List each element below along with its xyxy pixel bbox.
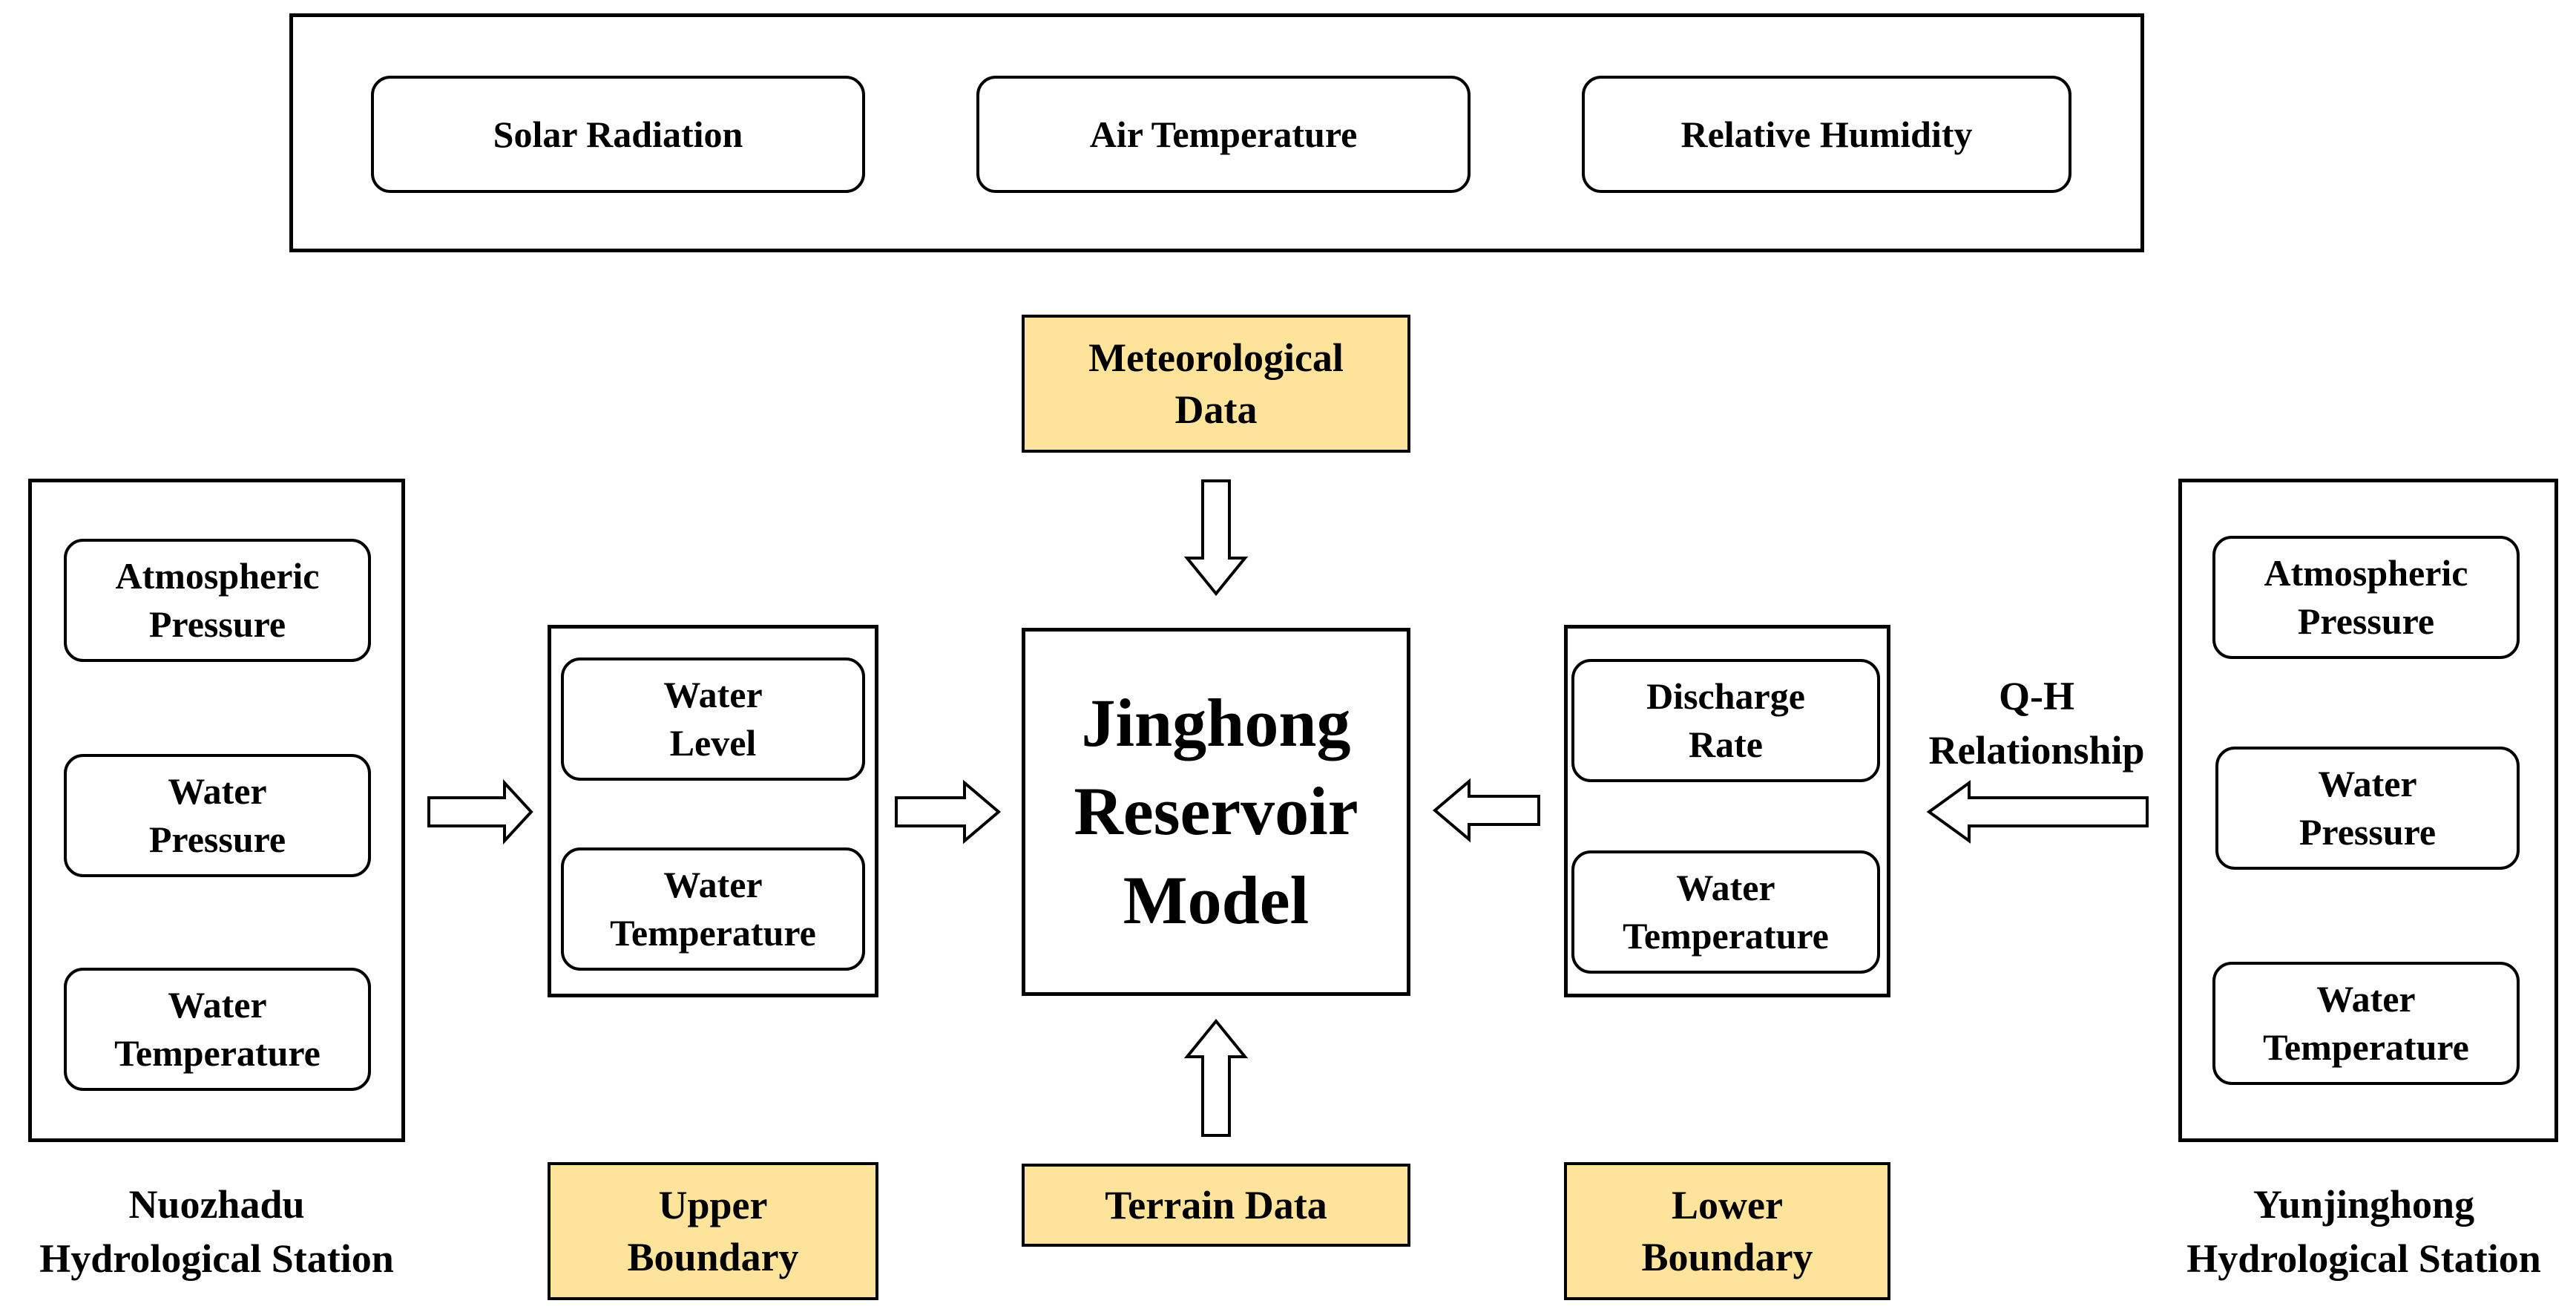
arrow-downstream-to-lower	[1926, 780, 2149, 844]
downstream-water-pressure-box: Water Pressure	[2215, 747, 2520, 870]
terrain-data-label: Terrain Data	[1022, 1164, 1410, 1247]
upper-water-level-box: Water Level	[561, 658, 865, 781]
lower-water-temperature-box: Water Temperature	[1571, 850, 1880, 974]
upper-boundary-label: Upper Boundary	[548, 1162, 878, 1300]
downstream-station-name: Yunjinghong Hydrological Station	[2186, 1182, 2541, 1281]
upstream-water-pressure-box: Water Pressure	[64, 754, 371, 877]
air-temperature-box: Air Temperature	[976, 76, 1471, 193]
arrow-lower-to-model	[1432, 778, 1540, 843]
jinghong-reservoir-model: Jinghong Reservoir Model	[1022, 628, 1410, 996]
arrow-terrain-to-model	[1183, 1018, 1249, 1137]
lower-boundary-label: Lower Boundary	[1564, 1162, 1890, 1300]
downstream-atmospheric-pressure-box: Atmospheric Pressure	[2212, 536, 2520, 659]
qh-relationship-label: Q-H Relationship	[1928, 674, 2145, 773]
downstream-water-temperature-box: Water Temperature	[2212, 962, 2520, 1085]
arrow-upstream-to-upper	[427, 778, 533, 845]
relative-humidity-box: Relative Humidity	[1582, 76, 2071, 193]
arrow-meteorology-to-model	[1183, 479, 1249, 597]
upstream-water-temperature-box: Water Temperature	[64, 968, 371, 1091]
upper-water-temperature-box: Water Temperature	[561, 847, 865, 971]
solar-radiation-box: Solar Radiation	[371, 76, 865, 193]
lower-discharge-rate-box: Discharge Rate	[1571, 659, 1880, 782]
upstream-station-name: Nuozhadu Hydrological Station	[39, 1182, 394, 1281]
meteorological-data-label: Meteorological Data	[1022, 315, 1410, 453]
upstream-atmospheric-pressure-box: Atmospheric Pressure	[64, 539, 371, 662]
arrow-upper-to-model	[895, 779, 1002, 845]
